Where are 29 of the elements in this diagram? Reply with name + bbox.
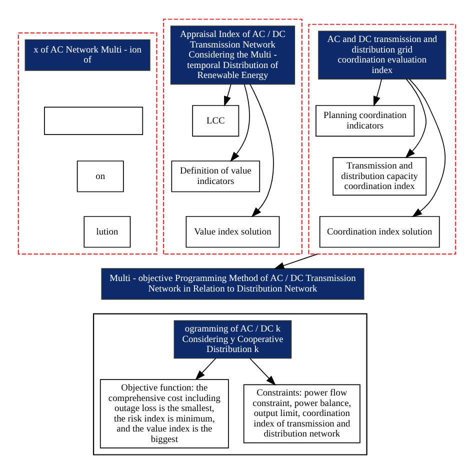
- arrow: [408, 78, 446, 218]
- node-box: Transmission and distribution capacity coordination index: [332, 157, 427, 196]
- arrow: [250, 84, 274, 218]
- arrow: [249, 358, 276, 386]
- arrow: [274, 254, 318, 270]
- node-box: Planning coordination indicators: [316, 105, 415, 137]
- arrow: [195, 358, 216, 380]
- node-box: Definition of value indicators: [171, 160, 260, 192]
- arrow: [373, 78, 382, 107]
- node-box: AC and DC transmission and distribution grid coordination evaluation index: [318, 30, 446, 80]
- arrow: [230, 84, 250, 162]
- node-box: Value index solution: [186, 216, 280, 248]
- node-box: Constraints: power flow constraint, power balance, output limit, coordination index of transmission and distribution network: [243, 384, 360, 444]
- node-box: on: [76, 160, 124, 192]
- arrow: [224, 84, 232, 106]
- cluster: [18, 32, 158, 255]
- node-box: Objective function: the comprehensive cost including outage loss is the smallest, the risk index is minimum, and the value index is the biggest: [100, 379, 229, 448]
- node-box: LCC: [192, 105, 240, 137]
- node-box: Appraisal Index of AC / DC Transmission Network Considering the Multi - temporal Distribution of Renewable Energy: [170, 26, 296, 85]
- node-box: Coordination index solution: [319, 216, 440, 248]
- node-box: x of AC Network Multi - ion of: [24, 39, 150, 71]
- node-box: Multi - objective Programming Method of AC / DC Transmission Network in Relation to Distribution Network: [101, 268, 364, 300]
- node-box: [44, 106, 144, 135]
- arrow: [405, 78, 426, 158]
- cluster: [163, 18, 302, 255]
- node-box: lution: [84, 216, 131, 248]
- cluster: [308, 24, 456, 255]
- node-box: ogramming of AC / DC k Considering y Cooperative Distribution k: [174, 320, 292, 359]
- cluster: [92, 313, 368, 456]
